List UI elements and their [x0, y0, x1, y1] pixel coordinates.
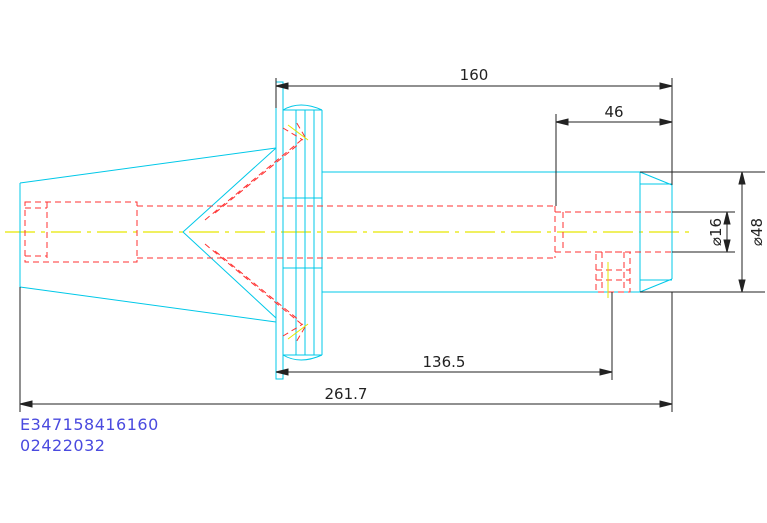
part-number: E347158416160: [20, 415, 159, 434]
dim-taper-length: 46: [604, 103, 623, 121]
dim-bore-diameter: ⌀16: [707, 218, 725, 246]
dimension-lines: [19, 78, 765, 412]
dim-outer-diameter: ⌀48: [748, 218, 766, 246]
dim-overall-length: 160: [460, 66, 489, 84]
dim-total-length: 261.7: [325, 385, 368, 403]
hidden-lines: [24, 119, 672, 345]
order-number: 02422032: [20, 436, 106, 455]
part-outline: [19, 81, 673, 380]
dim-length-to-hole: 136.5: [423, 353, 466, 371]
thread-marks: [287, 124, 609, 340]
